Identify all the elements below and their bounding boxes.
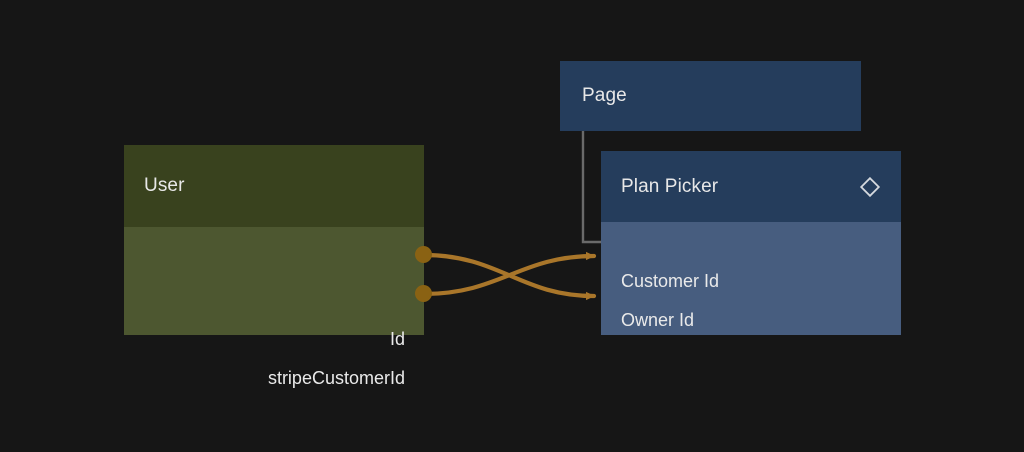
field-plan-picker-owner-id[interactable]: Owner Id	[621, 310, 695, 330]
edge-page-to-plan-picker	[581, 131, 601, 244]
node-user[interactable]: User Id stripeCustomerId	[124, 145, 424, 387]
node-page-header[interactable]: Page	[560, 61, 861, 131]
field-plan-picker-customer-id[interactable]: Customer Id	[621, 271, 720, 291]
edge-stripe-customer-id-to-customer-id	[421, 251, 597, 297]
port-dot-user-stripe-customer-id[interactable]	[415, 285, 432, 302]
field-user-id[interactable]: Id	[389, 329, 405, 349]
node-plan-picker-header[interactable]: Plan Picker	[601, 151, 901, 222]
node-user-title: User	[144, 175, 185, 196]
node-page[interactable]: Page	[560, 61, 861, 131]
port-dot-user-id[interactable]	[415, 246, 432, 263]
node-plan-picker-body: Customer Id Owner Id	[601, 222, 901, 335]
field-user-stripe-customer-id[interactable]: stripeCustomerId	[267, 368, 405, 388]
node-page-title: Page	[582, 85, 627, 106]
node-plan-picker[interactable]: Plan Picker Customer Id Owner Id	[601, 151, 901, 335]
diamond-icon[interactable]	[859, 176, 881, 198]
node-user-body: Id stripeCustomerId	[124, 227, 424, 387]
node-plan-picker-title: Plan Picker	[621, 175, 719, 197]
edge-id-to-owner-id	[421, 252, 597, 301]
node-user-header[interactable]: User	[124, 145, 424, 227]
